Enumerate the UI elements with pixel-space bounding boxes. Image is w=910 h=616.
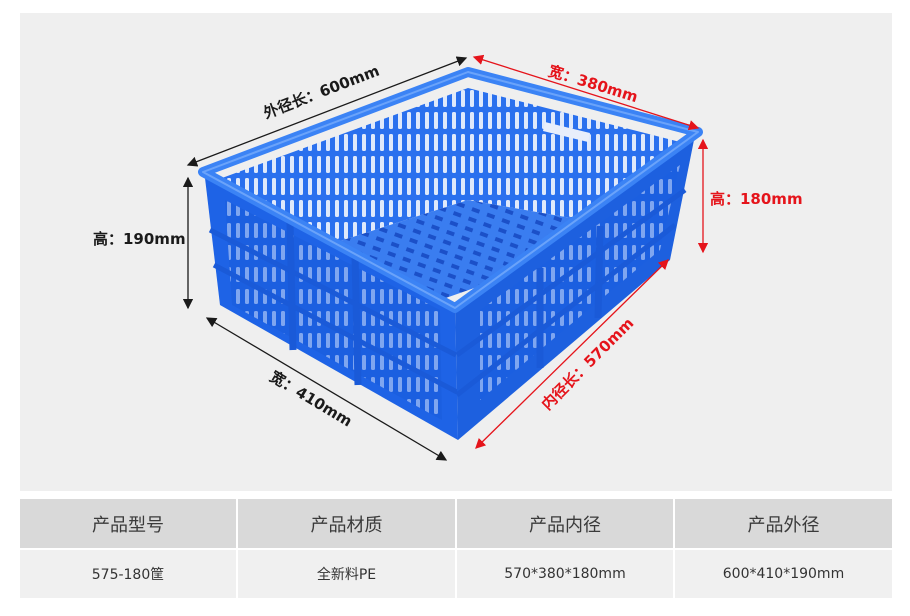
product-image-panel: 外径长：600mm 高：190mm 宽：410mm 宽：380mm 高：180m… (20, 13, 892, 491)
crate-illustration (182, 54, 709, 461)
inner-height-label: 高：180mm (710, 190, 803, 208)
outer-length-dimension-line (186, 56, 468, 167)
header-inner-size: 产品内径 (457, 499, 673, 548)
outer-width-dimension-line (205, 317, 448, 461)
outer-height-label: 高：190mm (93, 230, 186, 248)
spec-table: 产品型号 产品材质 产品内径 产品外径 575-180筐 全新料PE 570*3… (20, 499, 892, 598)
inner-length-dimension-line (475, 259, 669, 449)
header-material: 产品材质 (238, 499, 455, 548)
cell-model: 575-180筐 (20, 550, 236, 598)
cell-outer-size: 600*410*190mm (675, 550, 892, 598)
cell-inner-size: 570*380*180mm (457, 550, 673, 598)
table-row: 575-180筐 全新料PE 570*380*180mm 600*410*190… (20, 548, 892, 598)
cell-material: 全新料PE (238, 550, 455, 598)
inner-width-dimension-line (472, 54, 700, 131)
header-model: 产品型号 (20, 499, 236, 548)
spec-table-header: 产品型号 产品材质 产品内径 产品外径 (20, 499, 892, 548)
header-outer-size: 产品外径 (675, 499, 892, 548)
